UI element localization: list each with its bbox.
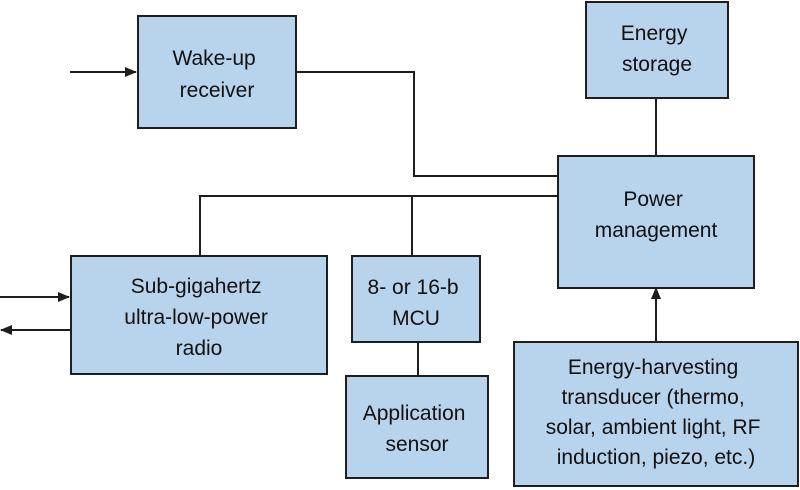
energy-harvesting-line-2: transducer (thermo, <box>561 386 744 409</box>
svg-text:Sub-gigahertz ultra-low-: Sub-gigahertz ultra-low-power radio <box>124 275 273 360</box>
svg-text:Application sensor: Application sensor <box>363 402 472 456</box>
svg-text:8- or 16-b MCU: 8- or 16-b MCU <box>368 276 465 330</box>
application-sensor-line-1: Application <box>363 402 466 425</box>
power-management-block: Power management <box>557 155 755 289</box>
radio-line-2: ultra-low-power <box>124 306 268 329</box>
svg-text:Power management: Power management <box>595 188 718 242</box>
energy-harvesting-line-1: Energy-harvesting <box>568 356 738 379</box>
power-bus-wire <box>199 195 558 256</box>
mcu-line-1: 8- or 16-b <box>368 276 459 299</box>
radio-block: Sub-gigahertz ultra-low-power radio <box>70 255 328 375</box>
wake-up-receiver-block: Wake-up receiver <box>137 15 297 129</box>
radio-line-3: radio <box>176 337 223 360</box>
energy-harvesting-line-4: induction, piezo, etc.) <box>557 446 755 469</box>
energy-storage-line-2: storage <box>622 53 692 76</box>
energy-harvesting-block: Energy-harvesting transducer (thermo, so… <box>513 341 799 487</box>
energy-storage-line-1: Energy <box>621 22 688 45</box>
mcu-block: 8- or 16-b MCU <box>351 255 481 343</box>
power-management-line-1: Power <box>623 188 683 211</box>
energy-storage-block: Energy storage <box>585 1 729 99</box>
svg-text:Energy storage: Energy storage <box>621 22 693 76</box>
radio-line-1: Sub-gigahertz <box>131 275 262 298</box>
wake-up-to-power-wire <box>296 71 558 177</box>
power-management-line-2: management <box>595 219 718 242</box>
application-sensor-block: Application sensor <box>345 375 489 479</box>
mcu-line-2: MCU <box>392 307 440 330</box>
wake-up-receiver-line-2: receiver <box>180 79 255 102</box>
application-sensor-line-2: sensor <box>385 433 448 456</box>
svg-text:Wake-up receiver: Wake-up receiver <box>172 47 261 102</box>
energy-harvesting-line-3: solar, ambient light, RF <box>546 416 761 439</box>
svg-text:Energy-harvesting transd: Energy-harvesting transducer (thermo, so… <box>546 356 767 469</box>
wake-up-receiver-line-1: Wake-up <box>172 47 255 70</box>
